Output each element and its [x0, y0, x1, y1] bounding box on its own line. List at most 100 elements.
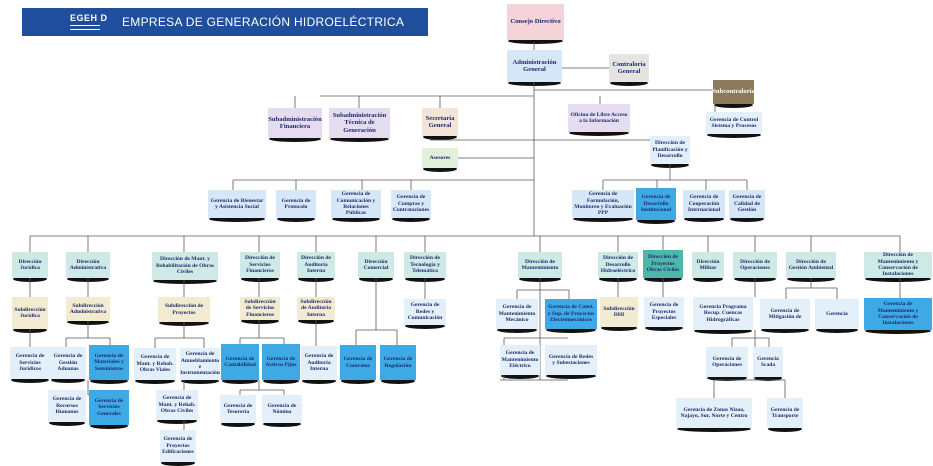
node-label: Gerencia de Proyectos Edificaciones: [162, 436, 194, 456]
direccion-tecnologia-box[interactable]: Dirección de Tecnología y Telemática: [404, 252, 446, 282]
gerencia-operaciones-box[interactable]: Gerencia de Operaciones: [706, 347, 748, 381]
gerencia-bienestar-box[interactable]: Gerencia de Bienestar y Asistencia Socia…: [208, 190, 266, 222]
node-label: Gerencia de Tesorería: [223, 402, 253, 415]
gerencia-control-box[interactable]: Gerencia de Control Sistema y Procesos: [706, 112, 762, 138]
node-label: Subadministración Financiera: [268, 115, 322, 130]
node-label: Dirección de Tecnología y Telemática: [410, 255, 440, 275]
direccion-desarrollo-hidro-box[interactable]: Dirección de Desarrollo Hidroeléctrico: [598, 252, 638, 282]
gerencia-servicios-generales-box[interactable]: Gerencia de Servicios Generales: [89, 390, 129, 429]
gerencia-transporte-box[interactable]: Gerencia de Transporte: [767, 398, 803, 432]
node-label: Subdirección DHI: [603, 305, 635, 318]
gerencia-protocolo-box[interactable]: Gerencia de Protocolo: [276, 190, 316, 222]
node-label: Gerencia de Servicios Generales: [94, 397, 124, 417]
gerencia-servicios-juridicos-box[interactable]: Gerencia de Servicios Jurídicos: [10, 347, 50, 383]
gerencia-scada-box[interactable]: Gerencia Scada: [753, 347, 783, 381]
gerencia-amueblamiento-box[interactable]: Gerencia de Amueblamiento e Instrumentac…: [180, 348, 220, 384]
node-label: Subcontraloría: [712, 88, 755, 96]
gerencia-compras-contrataciones-box[interactable]: Gerencia de Compras y Contrataciones: [391, 190, 431, 222]
gerencia-proyectos-especiales-box[interactable]: Gerencia de Proyectos Especiales: [644, 297, 684, 331]
node-label: Gerencia de Contabilidad: [224, 355, 256, 368]
gerencia-contratos-box[interactable]: Gerencia de Contratos: [340, 345, 376, 384]
gerencia-mant-electrico-box[interactable]: Gerencia de Mantenimiento Eléctrico: [500, 345, 540, 379]
node-label: Gerencia de Mantenimiento Mecánico: [498, 304, 536, 324]
contraloria-general-box[interactable]: Contraloría General: [609, 54, 649, 86]
gerencia-mitigacion-box[interactable]: Gerencia de Mitigación de: [760, 299, 810, 333]
node-label: Dirección de Mant. y Rehabilitación de O…: [155, 256, 215, 276]
header-banner: EGEH D EMPRESA DE GENERACIÓN HIDROELÉCTR…: [22, 8, 428, 36]
node-label: Gerencia de Desarrollo Institucional: [640, 194, 672, 214]
direccion-comercial-box[interactable]: Dirección Comercial: [358, 252, 394, 282]
subdireccion-dhi-box[interactable]: Subdirección DHI: [600, 297, 638, 331]
subdireccion-auditoria-box[interactable]: Subdirección de Auditoría Interna: [297, 297, 335, 324]
node-label: Gerencia de Redes y Comunicación: [407, 302, 443, 322]
node-label: Gerencia de Cooperación Internacional: [687, 194, 721, 214]
gerencia-materiales-box[interactable]: Gerencia de Materiales y Suministros: [89, 345, 129, 384]
gerencia-auditoria-interna-box[interactable]: Gerencia de Auditoría Interna: [301, 346, 337, 384]
direccion-administrativa-box[interactable]: Dirección Administrativa: [66, 252, 110, 282]
node-label: Dirección de Operaciones: [740, 258, 770, 271]
node-label: Gerencia de Operaciones: [712, 355, 742, 368]
direccion-proyectos-box[interactable]: Dirección de Proyectos Obras Civiles: [643, 250, 683, 282]
gerencia-mant-conservacion-box[interactable]: Gerencia de Mantenimiento y Conservación…: [864, 298, 932, 334]
direccion-militar-box[interactable]: Dirección Militar: [692, 252, 724, 282]
direccion-planificacion-box[interactable]: Dirección de Planificación y Desarrollo: [650, 136, 690, 168]
subadministracion-tecnica-box[interactable]: Subadministración Técnica de Generación: [329, 108, 390, 142]
node-label: Gerencia de Mantenimiento Eléctrico: [501, 350, 539, 370]
subcontraloria-box[interactable]: Subcontraloría: [712, 80, 755, 108]
gerencia-programa-cuencas-box[interactable]: Gerencia Programa Recup. Cuencas Hidrogr…: [693, 297, 753, 334]
direccion-mantenimiento-box[interactable]: Dirección de Mantenimiento: [518, 252, 562, 282]
subdireccion-proyectos-box[interactable]: Subdirección de Proyectos: [158, 297, 210, 326]
node-label: Gerencia Programa Recup. Cuencas Hidrogr…: [699, 303, 747, 323]
gerencia-regulacion-box[interactable]: Gerencia de Regulación: [380, 345, 416, 384]
administracion-general-box[interactable]: Administración General: [507, 50, 562, 86]
asesores-box[interactable]: Asesores: [422, 148, 458, 172]
gerencia-gestion-aduanas-box[interactable]: Gerencia de Gestión Aduanas: [50, 347, 86, 383]
subdireccion-juridica-box[interactable]: Subdirección Jurídica: [12, 297, 48, 333]
node-label: Gerencia de Nómina: [267, 402, 297, 415]
gerencia-comunicacion-box[interactable]: Gerencia de Comunicación y Relaciones Pú…: [331, 190, 381, 222]
gerencia-calidad-box[interactable]: Gerencia de Calidad de Gestión: [729, 190, 765, 222]
node-label: Subdirección de Proyectos: [164, 303, 204, 316]
direccion-ambiental-box[interactable]: Dirección de Gestión Ambiental: [786, 252, 836, 282]
direccion-operaciones-box[interactable]: Dirección de Operaciones: [733, 252, 777, 282]
gerencia-cooperacion-box[interactable]: Gerencia de Cooperación Internacional: [683, 190, 725, 222]
subadministracion-financiera-box[interactable]: Subadministración Financiera: [268, 108, 322, 142]
oficina-libre-acceso-box[interactable]: Oficina de Libre Acceso a la Información: [568, 104, 630, 136]
node-label: Gerencia de Amueblamiento e Instrumentac…: [180, 351, 220, 377]
direccion-mant-instalaciones-box[interactable]: Dirección de Mantenimiento y Conservació…: [864, 252, 932, 282]
gerencia-zonas-box[interactable]: Gerencia de Zonas Nizao, Najayo, Sur, No…: [676, 398, 752, 432]
gerencia-box[interactable]: Gerencia: [815, 299, 859, 333]
gerencia-mant-mecanico-box[interactable]: Gerencia de Mantenimiento Mecánico: [496, 299, 538, 333]
subdireccion-servicios-financieros-box[interactable]: Subdirección de Servicios Financieros: [240, 297, 280, 324]
gerencia-redes-comunicacion-box[interactable]: Gerencia de Redes y Comunicación: [404, 299, 446, 329]
node-label: Gerencia de Transporte: [770, 406, 800, 419]
direccion-juridica-box[interactable]: Dirección Jurídica: [12, 252, 48, 282]
node-label: Dirección de Desarrollo Hidroeléctrico: [600, 255, 636, 275]
secretaria-general-box[interactable]: Secretaría General: [422, 108, 458, 140]
gerencia-nomina-box[interactable]: Gerencia de Nómina: [262, 395, 302, 427]
node-label: Dirección de Auditoría Interna: [301, 255, 331, 275]
gerencia-contabilidad-box[interactable]: Gerencia de Contabilidad: [221, 344, 259, 384]
gerencia-mant-obras-civiles-box[interactable]: Gerencia de Mant. y Rehab. Obras Civiles: [156, 390, 198, 424]
gerencia-recursos-humanos-box[interactable]: Gerencia de Recursos Humanos: [48, 390, 86, 426]
subdireccion-administrativa-box[interactable]: Subdirección Administrativa: [66, 297, 110, 325]
node-label: Subdirección de Auditoría Interna: [300, 298, 332, 318]
node-label: Gerencia de Gestión Aduanas: [53, 353, 83, 373]
node-label: Gerencia de Zonas Nizao, Najayo, Sur, No…: [680, 406, 748, 419]
direccion-mant-obras-box[interactable]: Dirección de Mant. y Rehabilitación de O…: [152, 252, 218, 284]
gerencia-mant-viales-box[interactable]: Gerencia de Mant. y Rehab. Obras Viales: [134, 348, 176, 384]
consejo-directivo-box[interactable]: Consejo Directivo: [507, 4, 564, 44]
gerencia-tesoreria-box[interactable]: Gerencia de Tesorería: [220, 395, 256, 427]
node-label: Subdirección Jurídica: [14, 306, 46, 319]
node-label: Subadministración Técnica de Generación: [332, 111, 387, 134]
gerencia-formulacion-box[interactable]: Gerencia de Formulación, Monitoreo y Eva…: [572, 190, 634, 222]
direccion-auditoria-box[interactable]: Dirección de Auditoría Interna: [297, 252, 335, 282]
gerencia-redes-subestaciones-box[interactable]: Gerencia de Redes y Subestaciones: [545, 345, 597, 379]
gerencia-const-sup-box[interactable]: Gerencia de Const. y Sup. de Proyectos E…: [545, 299, 597, 333]
direccion-servicios-financieros-box[interactable]: Dirección de Servicios Financieros: [240, 252, 280, 282]
gerencia-desarrollo-institucional-box[interactable]: Gerencia de Desarrollo Institucional: [636, 188, 676, 224]
gerencia-proyectos-edificaciones-box[interactable]: Gerencia de Proyectos Edificaciones: [160, 430, 196, 466]
gerencia-activos-fijos-box[interactable]: Gerencia de Activos Fijos: [262, 344, 300, 384]
node-label: Administración General: [512, 58, 557, 73]
node-label: Dirección de Gestión Ambiental: [788, 258, 834, 271]
